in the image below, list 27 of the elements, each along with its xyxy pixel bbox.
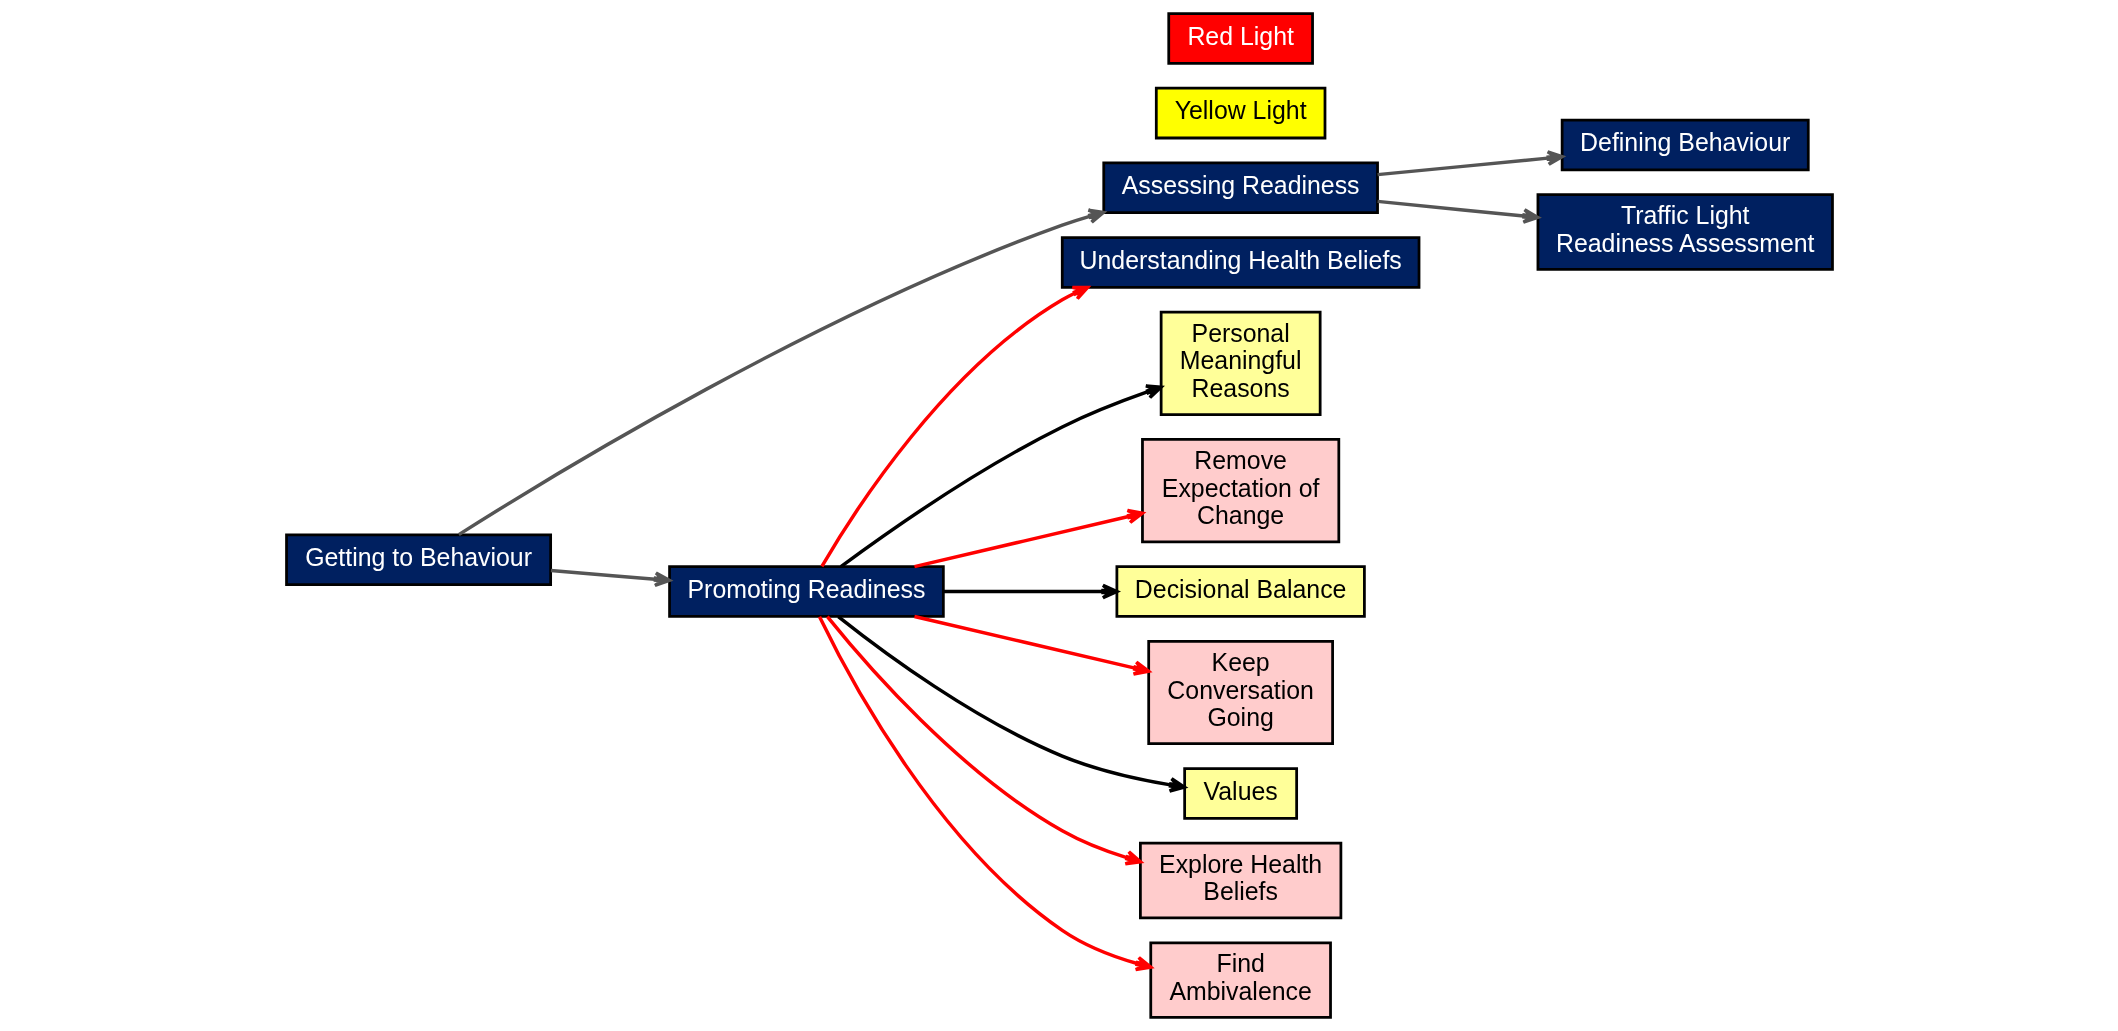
node-box: Understanding Health Beliefs: [1060, 236, 1420, 289]
arrow: [913, 614, 1150, 676]
arrow: [819, 285, 1089, 568]
node-box: Yellow Light: [1154, 86, 1326, 140]
node-box: Keep Conversation Going: [1146, 639, 1334, 746]
node-box: Getting to Behaviour: [284, 533, 552, 587]
arrow: [817, 616, 1152, 972]
arrow: [550, 568, 671, 588]
arrow: [913, 508, 1144, 569]
arrow: [943, 583, 1119, 600]
node-box: Traffic Light Readiness Assessment: [1536, 193, 1834, 271]
node-box: Personal Meaningful Reasons: [1159, 310, 1322, 416]
node-box: Defining Behaviour: [1560, 118, 1810, 172]
arrow: [1376, 199, 1539, 224]
arrow: [825, 615, 1142, 866]
node-box: Assessing Readiness: [1101, 161, 1379, 215]
node-box: Promoting Readiness: [667, 565, 945, 618]
node-box: Decisional Balance: [1115, 565, 1366, 618]
arrow: [1376, 150, 1564, 177]
arrow: [836, 615, 1186, 793]
arrow: [457, 208, 1105, 537]
node-box: Find Ambivalence: [1148, 941, 1332, 1019]
node-box: Remove Expectation of Change: [1140, 438, 1340, 544]
node-box: Red Light: [1166, 12, 1314, 65]
node-box: Explore Health Beliefs: [1138, 841, 1342, 920]
arrow: [839, 384, 1163, 568]
node-box: Values: [1182, 767, 1298, 820]
